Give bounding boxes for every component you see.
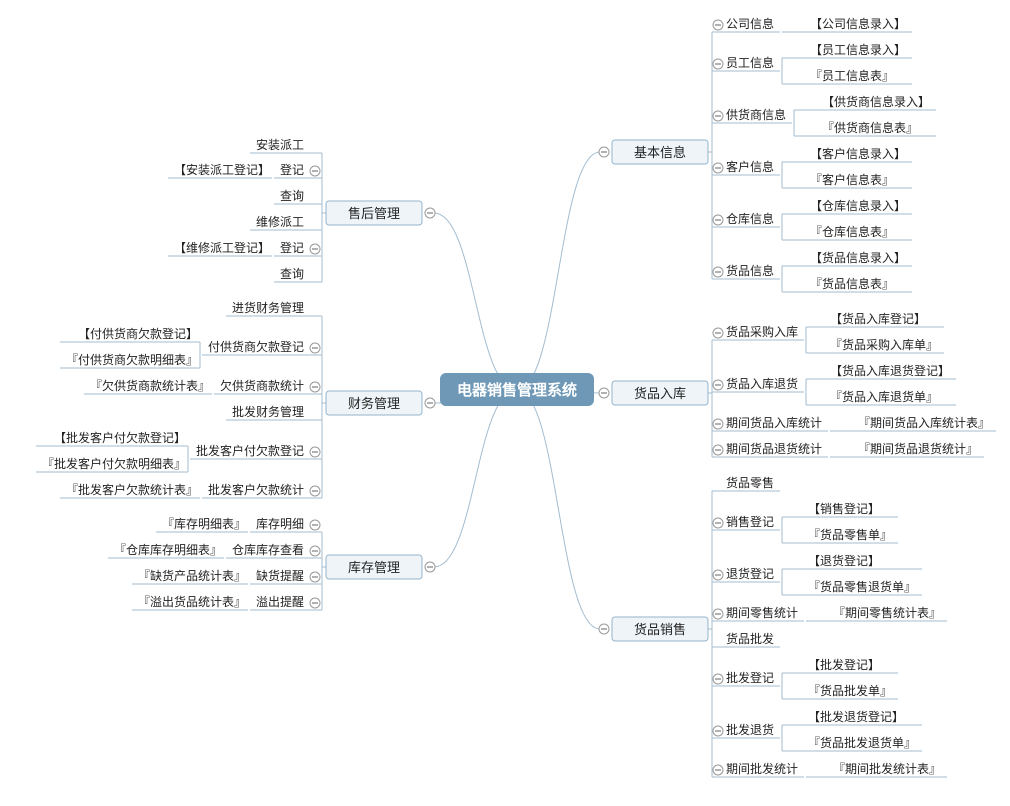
lbranch-2-box[interactable] — [325, 554, 423, 580]
lnode-1-0: 进货财务管理 — [232, 300, 304, 315]
node-2-3: 期间零售统计 — [726, 605, 798, 620]
leaf-2-5-0: 【批发登记】 — [808, 657, 880, 672]
lleaf-0-1-0: 【安装派工登记】 — [174, 162, 270, 177]
lnode-2-3: 溢出提醒 — [256, 594, 304, 609]
lbranch-1-label: 财务管理 — [348, 396, 400, 412]
node-2-4: 货品批发 — [726, 631, 774, 646]
lbranch-0-box[interactable] — [325, 200, 423, 226]
node-2-7: 期间批发统计 — [726, 761, 798, 776]
lleaf-2-0-0: 『库存明细表』 — [162, 516, 246, 531]
node-2-2: 退货登记 — [726, 566, 774, 581]
connector-curve — [433, 212, 518, 391]
leaf-1-0-0: 【货品入库登记】 — [830, 311, 926, 326]
lnode-1-1: 付供货商欠款登记 — [208, 339, 304, 354]
lnode-0-1: 登记 — [280, 162, 304, 177]
lleaf-1-2-0: 『欠供货商款统计表』 — [90, 378, 210, 393]
branch-2-label: 货品销售 — [634, 622, 686, 638]
lnode-1-5: 批发客户欠款统计 — [208, 482, 304, 497]
lbranch-1-box[interactable] — [325, 390, 423, 416]
central-topic[interactable]: 电器销售管理系统 — [440, 373, 594, 406]
leaf-0-2-1: 『供货商信息表』 — [822, 120, 918, 135]
leaf-2-1-1: 『货品零售单』 — [808, 527, 892, 542]
lnode-0-3: 维修派工 — [256, 214, 304, 229]
node-0-1: 员工信息 — [726, 55, 774, 70]
leaf-2-2-0: 【退货登记】 — [808, 553, 880, 568]
leaf-2-3-0: 『期间零售统计表』 — [833, 605, 941, 620]
node-2-1: 销售登记 — [726, 514, 774, 529]
lbranch-0-label: 售后管理 — [348, 206, 400, 222]
branch-0-box[interactable] — [611, 139, 709, 165]
leaf-0-4-0: 【仓库信息录入】 — [810, 198, 906, 213]
node-2-6: 批发退货 — [726, 722, 774, 737]
node-0-0: 公司信息 — [726, 16, 774, 31]
leaf-2-2-1: 『货品零售退货单』 — [808, 579, 916, 594]
leaf-0-0-0: 【公司信息录入】 — [810, 16, 906, 31]
leaf-0-5-1: 『货品信息表』 — [810, 276, 894, 291]
lleaf-2-2-0: 『缺货产品统计表』 — [138, 568, 246, 583]
connector-curve — [433, 389, 518, 568]
node-1-1: 货品入库退货 — [726, 376, 798, 391]
lnode-0-5: 查询 — [280, 267, 304, 281]
leaf-0-4-1: 『仓库信息表』 — [810, 224, 894, 239]
leaf-0-1-0: 【员工信息录入】 — [810, 42, 906, 57]
lnode-0-0: 安装派工 — [256, 137, 304, 152]
node-1-3: 期间货品退货统计 — [726, 441, 822, 456]
lleaf-2-3-0: 『溢出货品统计表』 — [138, 594, 246, 609]
node-2-0: 货品零售 — [726, 475, 774, 490]
node-0-4: 仓库信息 — [726, 211, 774, 226]
leaf-0-2-0: 【供货商信息录入】 — [822, 94, 930, 109]
leaf-0-3-0: 【客户信息录入】 — [810, 146, 906, 161]
lnode-2-1: 仓库库存查看 — [232, 542, 304, 557]
node-0-3: 客户信息 — [726, 159, 774, 174]
leaf-2-6-1: 『货品批发退货单』 — [808, 735, 916, 750]
node-2-5: 批发登记 — [726, 670, 774, 685]
lleaf-1-5-0: 『批发客户欠款统计表』 — [66, 482, 198, 497]
node-0-5: 货品信息 — [726, 263, 774, 278]
leaf-1-1-0: 【货品入库退货登记】 — [830, 363, 950, 378]
mindmap-nodes: 基本信息 公司信息 【公司信息录入】员工信息 【员工信息录入】『员工信息表』供货商信息… — [42, 16, 990, 776]
central-topic-label: 电器销售管理系统 — [457, 381, 577, 399]
leaf-2-7-0: 『期间批发统计表』 — [833, 761, 941, 776]
branch-2-box[interactable] — [611, 616, 709, 642]
leaf-0-3-1: 『客户信息表』 — [810, 172, 894, 187]
branch-1-label: 货品入库 — [634, 386, 686, 402]
lnode-2-2: 缺货提醒 — [256, 568, 304, 583]
lleaf-1-4-1: 『批发客户付欠款明细表』 — [42, 456, 186, 471]
leaf-2-1-0: 【销售登记】 — [808, 501, 880, 516]
node-1-0: 货品采购入库 — [726, 324, 798, 339]
central-topic-box — [440, 373, 594, 406]
branch-1-box[interactable] — [611, 380, 709, 406]
leaf-1-3-0: 『期间货品退货统计』 — [858, 441, 978, 456]
lnode-1-2: 欠供货商款统计 — [220, 378, 304, 393]
lbranch-2-label: 库存管理 — [348, 560, 400, 576]
leaf-1-2-0: 『期间货品入库统计表』 — [858, 415, 990, 430]
lleaf-2-1-0: 『仓库库存明细表』 — [114, 542, 222, 557]
branch-0-label: 基本信息 — [634, 145, 686, 161]
lnode-1-3: 批发财务管理 — [232, 404, 304, 419]
lleaf-0-4-0: 【维修派工登记】 — [174, 240, 270, 255]
lnode-2-0: 库存明细 — [256, 516, 304, 531]
node-1-2: 期间货品入库统计 — [726, 415, 822, 430]
lleaf-1-4-0: 【批发客户付欠款登记】 — [54, 430, 186, 445]
connector-lines — [36, 31, 996, 778]
connector-curve — [516, 151, 601, 391]
connector-curve — [516, 389, 601, 630]
leaf-2-5-1: 『货品批发单』 — [808, 683, 892, 698]
lnode-1-4: 批发客户付欠款登记 — [196, 443, 304, 458]
node-0-2: 供货商信息 — [726, 107, 786, 122]
leaf-0-1-1: 『员工信息表』 — [810, 68, 894, 83]
lleaf-1-1-1: 『付供货商欠款明细表』 — [66, 352, 198, 367]
leaf-1-0-1: 『货品采购入库单』 — [830, 337, 938, 352]
lnode-0-4: 登记 — [280, 240, 304, 255]
lnode-0-2: 查询 — [280, 189, 304, 203]
leaf-0-5-0: 【货品信息录入】 — [810, 250, 906, 265]
leaf-2-6-0: 【批发退货登记】 — [808, 709, 904, 724]
leaf-1-1-1: 『货品入库退货单』 — [830, 389, 938, 404]
lleaf-1-1-0: 【付供货商欠款登记】 — [78, 326, 198, 341]
